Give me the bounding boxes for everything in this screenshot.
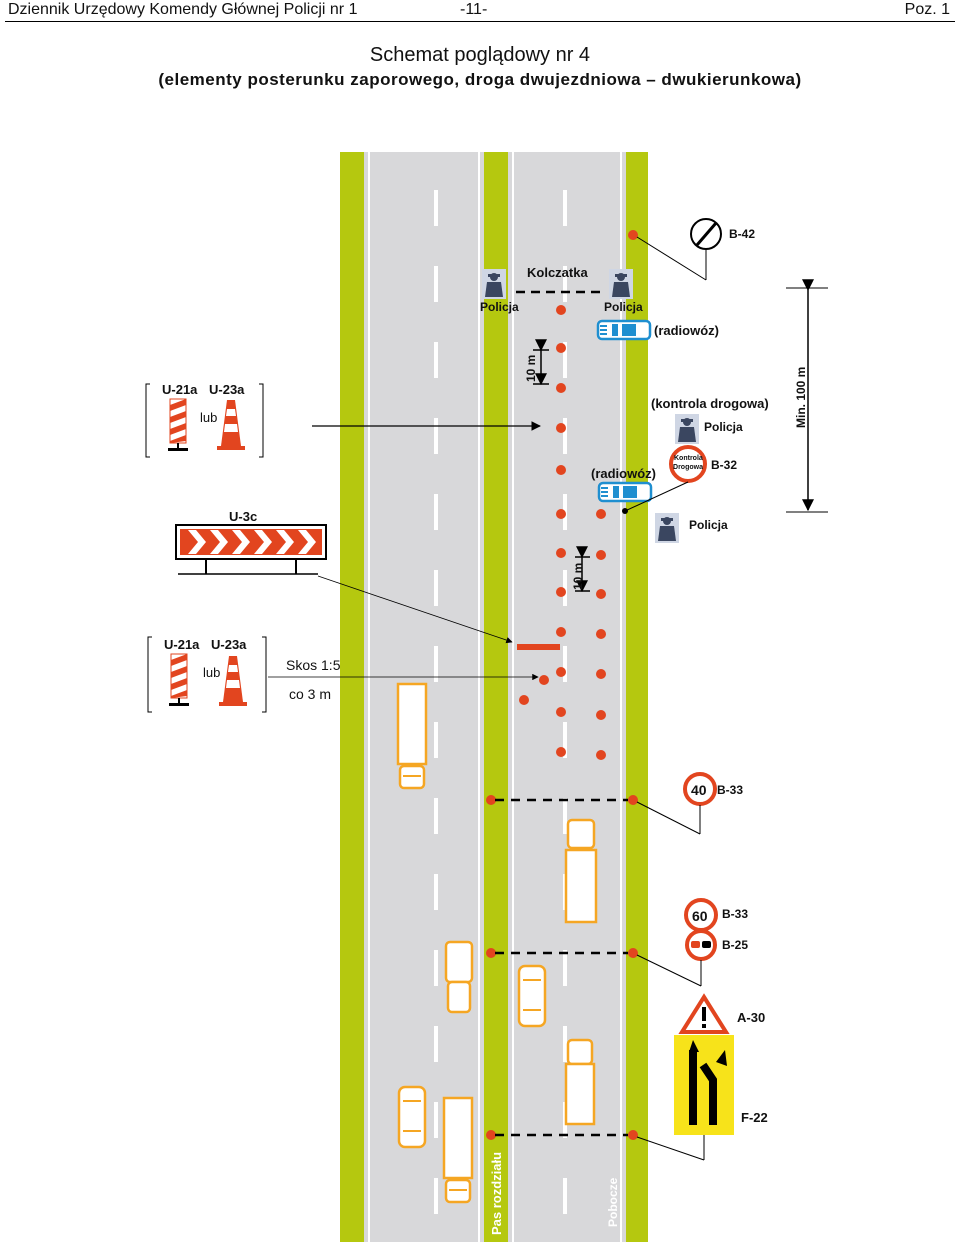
u23a-label-1: U-23a [209, 382, 245, 397]
speed-40-text: 40 [691, 782, 707, 798]
diagram-title: Schemat poglądowy nr 4 [369, 44, 591, 66]
truck-right-2 [564, 1038, 596, 1126]
left-green-strip [340, 152, 364, 1242]
police-car-1 [596, 319, 652, 341]
a30-label: A-30 [737, 1010, 766, 1025]
journal-name: Dziennik Urzędowy Komendy Głównej Policj… [8, 1, 358, 18]
median-strip [484, 152, 508, 1242]
policja-label-1: Policja [480, 300, 519, 314]
car-left-2 [444, 940, 474, 1014]
ten-m-label-1: 10 m [524, 354, 538, 382]
u21a-label-1: U-21a [162, 382, 198, 397]
header-rule [5, 21, 955, 22]
co3m-label: co 3 m [289, 686, 332, 702]
pas-rozdzialu-label: Pas rozdziału [489, 1151, 504, 1235]
skos-label: Skos 1:5 [286, 657, 341, 673]
f22-label: F-22 [741, 1110, 768, 1125]
police-officer-4 [655, 513, 679, 543]
lub-label-1: lub [200, 410, 218, 425]
b25-sign-icon [685, 929, 717, 961]
right-shoulder-strip [626, 152, 648, 1242]
diagram-subtitle: (elementy posterunku zaporowego, droga d… [158, 70, 802, 89]
radiowoz-label-1: (radiowóz) [654, 323, 719, 338]
truck-right-1 [564, 818, 598, 924]
truck-left-1 [396, 682, 428, 790]
position-number: Poz. 1 [904, 1, 950, 18]
lub-label-2: lub [203, 665, 221, 680]
policja-label-3: Policja [704, 420, 743, 434]
pobocze-label: Pobocze [606, 1177, 620, 1227]
car-right-1 [517, 964, 547, 1028]
ten-m-label-2: 10 m [571, 562, 585, 590]
radiowoz-label-2: (radiowóz) [591, 466, 656, 481]
b33-label-2: B-33 [722, 907, 749, 921]
b32-sign-icon [669, 445, 707, 483]
police-officer-2 [609, 269, 633, 299]
car-left-1 [397, 1085, 427, 1149]
police-car-2 [597, 481, 653, 503]
police-officer-1 [482, 269, 506, 299]
police-officer-3 [675, 414, 699, 444]
policja-label-2: Policja [604, 300, 643, 314]
speed-60-text: 60 [692, 908, 708, 924]
b25-label: B-25 [722, 938, 749, 952]
page-header: Dziennik Urzędowy Komendy Głównej Policj… [0, 0, 960, 22]
u21a-label-2: U-21a [164, 637, 200, 652]
b32-sign-text-2: Drogowa [673, 464, 703, 471]
b33-40-sign-icon [683, 772, 717, 806]
cone-dots [486, 230, 638, 1140]
kontrola-drogowa-label: (kontrola drogowa) [651, 396, 769, 411]
b33-label-1: B-33 [717, 783, 744, 797]
kolczatka-label: Kolczatka [527, 265, 588, 280]
policja-label-4: Policja [689, 518, 728, 532]
b42-label: B-42 [729, 227, 756, 241]
u23a-label-2: U-23a [211, 637, 247, 652]
page-number: -11- [460, 1, 488, 18]
truck-left-2 [442, 1096, 474, 1204]
b32-sign-text-1: Kontrola [674, 455, 703, 462]
u3c-label: U-3c [229, 509, 258, 524]
min-100-label: Min. 100 m [794, 366, 808, 428]
b32-label: B-32 [711, 458, 738, 472]
barrier-u3c-on-road [517, 644, 560, 650]
